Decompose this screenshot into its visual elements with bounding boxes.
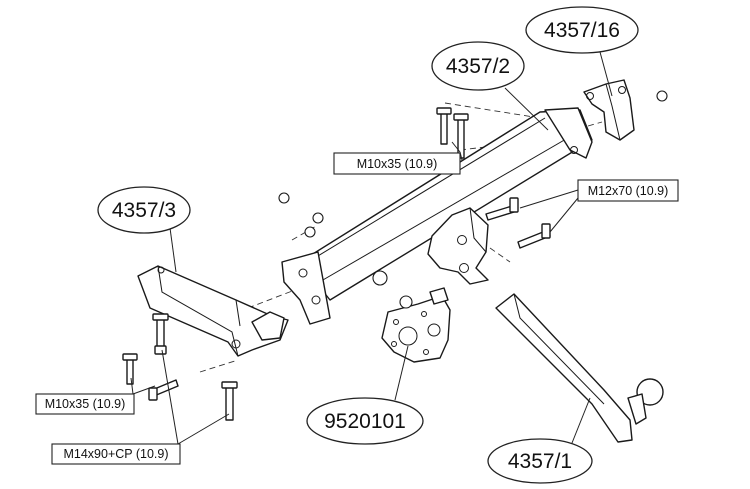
- callout-towball-label: 4357/1: [508, 450, 572, 473]
- label-bolt-right: M12x70 (10.9): [577, 179, 679, 202]
- towball-neck-part: [495, 293, 664, 443]
- mounting-plate-part: [381, 287, 451, 363]
- label-bolt-right-text: M12x70 (10.9): [588, 184, 669, 198]
- callout-crossbar: 4357/2: [431, 41, 525, 91]
- label-bolt-bottom: M14x90+CP (10.9): [51, 443, 181, 465]
- label-bolt-left-text: M10x35 (10.9): [45, 397, 126, 411]
- left-arm-part: [137, 265, 289, 357]
- label-bolt-top: M10x35 (10.9): [333, 152, 461, 175]
- bolt-top: [436, 107, 469, 159]
- right-arm-part: [583, 79, 635, 141]
- callout-crossbar-label: 4357/2: [446, 55, 510, 78]
- coupling-bracket-part: [427, 207, 489, 285]
- label-bolt-left: M10x35 (10.9): [35, 393, 135, 415]
- bolt-bottom: [152, 313, 238, 421]
- callout-arm-left: 4357/3: [97, 186, 191, 234]
- nuts: [278, 90, 668, 309]
- callout-plate-label: 9520101: [324, 410, 406, 433]
- callout-plate: 9520101: [306, 397, 424, 445]
- callout-leaders: [130, 51, 613, 449]
- crossbar-part: [281, 107, 593, 325]
- label-bolt-top-text: M10x35 (10.9): [357, 157, 438, 171]
- callout-towball: 4357/1: [487, 438, 593, 484]
- bolt-right: [485, 197, 551, 249]
- callout-arm-right: 4357/16: [525, 6, 639, 54]
- callout-arm-right-label: 4357/16: [544, 19, 620, 42]
- callout-arm-left-label: 4357/3: [112, 199, 176, 222]
- label-bolt-bottom-text: M14x90+CP (10.9): [63, 447, 168, 461]
